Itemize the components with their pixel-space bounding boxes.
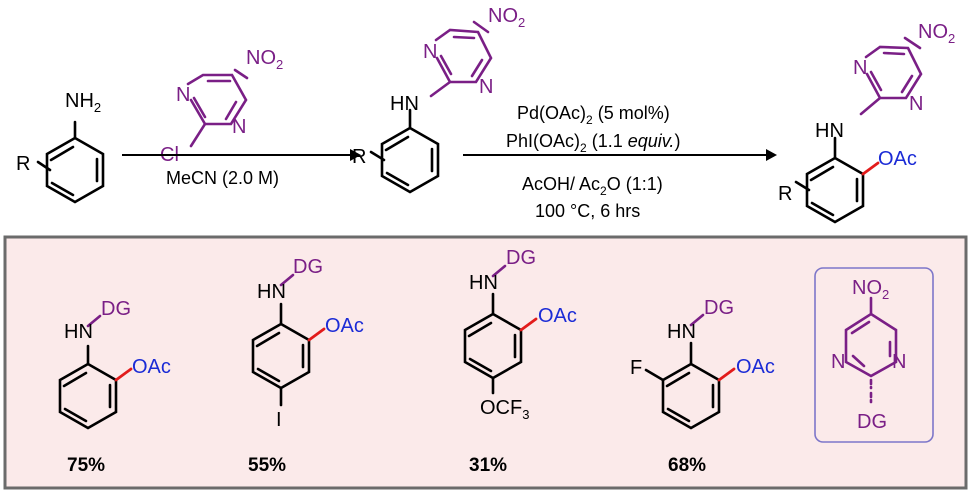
svg-text:NO2: NO2 xyxy=(918,21,955,46)
substrate-item-4: HN DG OAc F 68% xyxy=(630,297,775,476)
svg-text:I: I xyxy=(276,409,282,431)
svg-text:HN: HN xyxy=(469,272,498,294)
svg-text:F: F xyxy=(630,357,642,379)
svg-text:N: N xyxy=(176,84,190,106)
svg-text:OCF3: OCF3 xyxy=(480,397,529,422)
svg-text:Pd(OAc)2 (5 mol%): Pd(OAc)2 (5 mol%) xyxy=(517,103,670,127)
acetoxylated-product: NO2 N N HN OAc R xyxy=(778,21,955,224)
svg-text:N: N xyxy=(479,76,493,98)
svg-text:HN: HN xyxy=(815,120,844,142)
intermediate-product: NO2 N N HN R xyxy=(352,5,525,194)
svg-text:N: N xyxy=(831,351,845,373)
svg-text:N: N xyxy=(853,57,867,79)
svg-text:HN: HN xyxy=(257,281,286,303)
svg-text:MeCN (2.0 M): MeCN (2.0 M) xyxy=(166,168,279,188)
svg-text:N: N xyxy=(909,93,923,115)
svg-text:DG: DG xyxy=(506,247,536,269)
svg-text:OAc: OAc xyxy=(538,305,577,327)
svg-text:55%: 55% xyxy=(248,455,286,476)
svg-text:68%: 68% xyxy=(668,455,706,476)
svg-text:DG: DG xyxy=(101,298,131,320)
svg-text:NH2: NH2 xyxy=(65,90,101,115)
reaction-arrow-2: Pd(OAc)2 (5 mol%) PhI(OAc)2 (1.1 equiv.)… xyxy=(463,103,777,221)
svg-text:100 °C, 6 hrs: 100 °C, 6 hrs xyxy=(535,201,640,221)
svg-text:OAc: OAc xyxy=(736,356,775,378)
substrate-item-2: HN DG OAc I 55% xyxy=(248,256,364,476)
substrate-item-3: HN DG OAc OCF3 31% xyxy=(463,247,577,476)
starting-aniline: NH2 R xyxy=(16,90,105,204)
svg-text:N: N xyxy=(232,116,246,138)
svg-text:PhI(OAc)2 (1.1 equiv.): PhI(OAc)2 (1.1 equiv.) xyxy=(506,131,680,155)
svg-text:AcOH/ Ac2O (1:1): AcOH/ Ac2O (1:1) xyxy=(522,174,663,198)
svg-text:31%: 31% xyxy=(469,455,507,476)
substrate-item-1: HN DG OAc 75% xyxy=(58,298,171,476)
svg-text:75%: 75% xyxy=(67,455,105,476)
svg-text:NO2: NO2 xyxy=(852,277,889,302)
svg-text:R: R xyxy=(352,146,366,168)
svg-text:DG: DG xyxy=(704,297,734,319)
svg-text:N: N xyxy=(892,351,906,373)
svg-text:HN: HN xyxy=(64,321,93,343)
directing-group-legend: NO2 N N DG xyxy=(814,267,934,443)
svg-text:NO2: NO2 xyxy=(246,47,283,72)
svg-text:NO2: NO2 xyxy=(488,5,525,30)
svg-text:OAc: OAc xyxy=(878,148,917,170)
svg-text:DG: DG xyxy=(293,256,323,278)
svg-text:HN: HN xyxy=(390,93,419,115)
svg-text:R: R xyxy=(16,153,30,175)
svg-text:DG: DG xyxy=(857,411,887,433)
svg-text:OAc: OAc xyxy=(325,315,364,337)
svg-text:OAc: OAc xyxy=(132,356,171,378)
svg-text:R: R xyxy=(778,183,792,205)
chloronitropyrimidine-reagent: NO2 N N Cl xyxy=(160,47,283,166)
svg-text:N: N xyxy=(423,41,437,63)
reaction-arrow-1: MeCN (2.0 M) xyxy=(122,149,361,188)
substrate-scope-panel xyxy=(3,235,968,490)
svg-text:HN: HN xyxy=(667,321,696,343)
